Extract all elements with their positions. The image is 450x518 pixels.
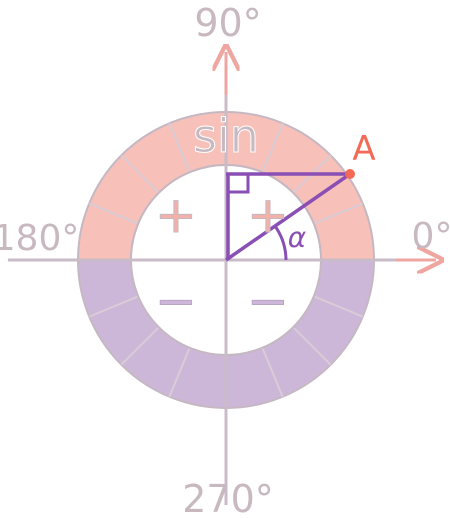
ring-divider [313,202,364,225]
angle-90-label: 90° [194,1,261,45]
sin-label: sin [193,109,259,163]
ring-divider [292,326,332,366]
ring-divider [261,347,284,398]
ring-divider [88,202,139,225]
ring-divider [168,122,191,173]
ring-divider [88,295,139,318]
sign-lower-left: − [155,272,197,330]
point-A [345,169,355,179]
angle-270-label: 270° [182,477,274,518]
angle-arc [273,225,288,261]
angle-label-alpha: α [288,221,307,254]
ring-divider [168,347,191,398]
angle-180-label: 180° [0,218,79,259]
sign-lower-right: − [247,272,289,330]
ring-divider [313,295,364,318]
ring-divider [261,122,284,173]
angle-0-label: 0° [412,216,450,257]
ring-segment-dividers [88,122,364,398]
sign-upper-right: + [247,186,289,244]
ring-divider [120,326,160,366]
point-label-A: A [352,129,375,169]
sign-upper-left: + [155,186,197,244]
ring-divider [120,154,160,194]
right-angle-marker [228,174,250,194]
radius-line-OA [225,172,351,262]
